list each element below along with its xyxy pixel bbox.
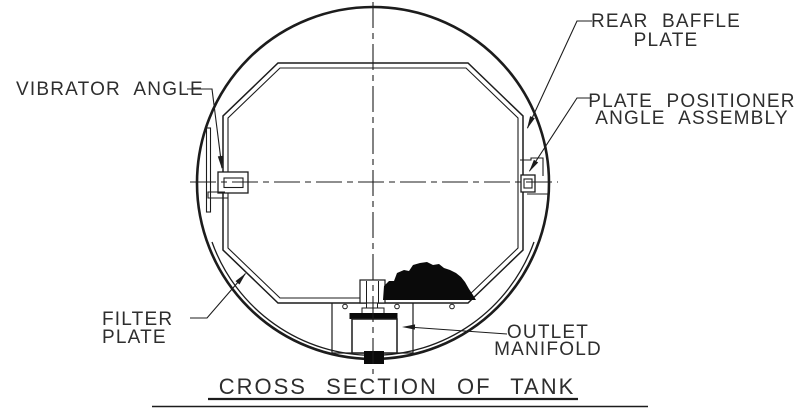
positioner-upper-bracket bbox=[520, 157, 544, 176]
material-pile bbox=[383, 262, 476, 300]
label-filter-plate-line1: FILTER bbox=[102, 309, 173, 330]
arrowhead-vibrator-angle bbox=[217, 155, 223, 169]
positioner-angle-block-detail bbox=[523, 178, 533, 189]
leader-rear-baffle bbox=[527, 20, 592, 129]
outlet-pipe-stub bbox=[364, 351, 384, 364]
label-outlet-manifold-line2: MANIFOLD bbox=[494, 339, 602, 360]
center-lines bbox=[190, 2, 558, 374]
arrowhead-outlet-manifold bbox=[402, 324, 416, 330]
arrowhead-filter-plate bbox=[235, 273, 246, 285]
label-filter-plate-line2: PLATE bbox=[102, 327, 167, 348]
plate-bolt-right bbox=[449, 303, 455, 310]
plate-bolt-middle bbox=[394, 303, 400, 310]
drawing-title: CROSS SECTION OF TANK bbox=[219, 374, 576, 399]
leader-outlet-manifold bbox=[414, 326, 508, 335]
arrowhead-rear-baffle bbox=[527, 116, 535, 129]
positioner-lower-bracket bbox=[527, 193, 549, 208]
label-vibrator-angle: VIBRATOR ANGLE bbox=[16, 79, 204, 100]
leader-lines bbox=[187, 20, 592, 335]
labels: VIBRATOR ANGLE REAR BAFFLE PLATE PLATE P… bbox=[16, 11, 795, 360]
positioner-angle-block bbox=[520, 174, 536, 193]
label-rear-baffle-line2: PLATE bbox=[634, 30, 699, 51]
label-rear-baffle-line1: REAR BAFFLE bbox=[591, 11, 741, 32]
vibrator-bracket-slot bbox=[223, 177, 244, 189]
plate-positioner-assembly bbox=[520, 157, 549, 208]
outlet-manifold-box bbox=[351, 318, 398, 354]
vibrator-bracket-step bbox=[207, 191, 228, 199]
plate-bolt-left bbox=[342, 303, 348, 310]
label-plate-positioner-line1: PLATE POSITIONER bbox=[588, 91, 795, 112]
title-block: CROSS SECTION OF TANK bbox=[152, 374, 648, 408]
label-outlet-manifold-line1: OUTLET bbox=[507, 322, 589, 343]
leader-filter-plate bbox=[190, 273, 246, 319]
vibrator-angle-bracket bbox=[205, 127, 249, 213]
leader-plate-positioner bbox=[529, 97, 592, 172]
leader-vibrator-angle bbox=[187, 88, 223, 169]
vibrator-mount-plate bbox=[205, 127, 212, 213]
arrowhead-plate-positioner bbox=[529, 159, 539, 172]
label-plate-positioner-line2: ANGLE ASSEMBLY bbox=[595, 108, 788, 129]
filter-plate-outer-outline bbox=[222, 62, 524, 304]
